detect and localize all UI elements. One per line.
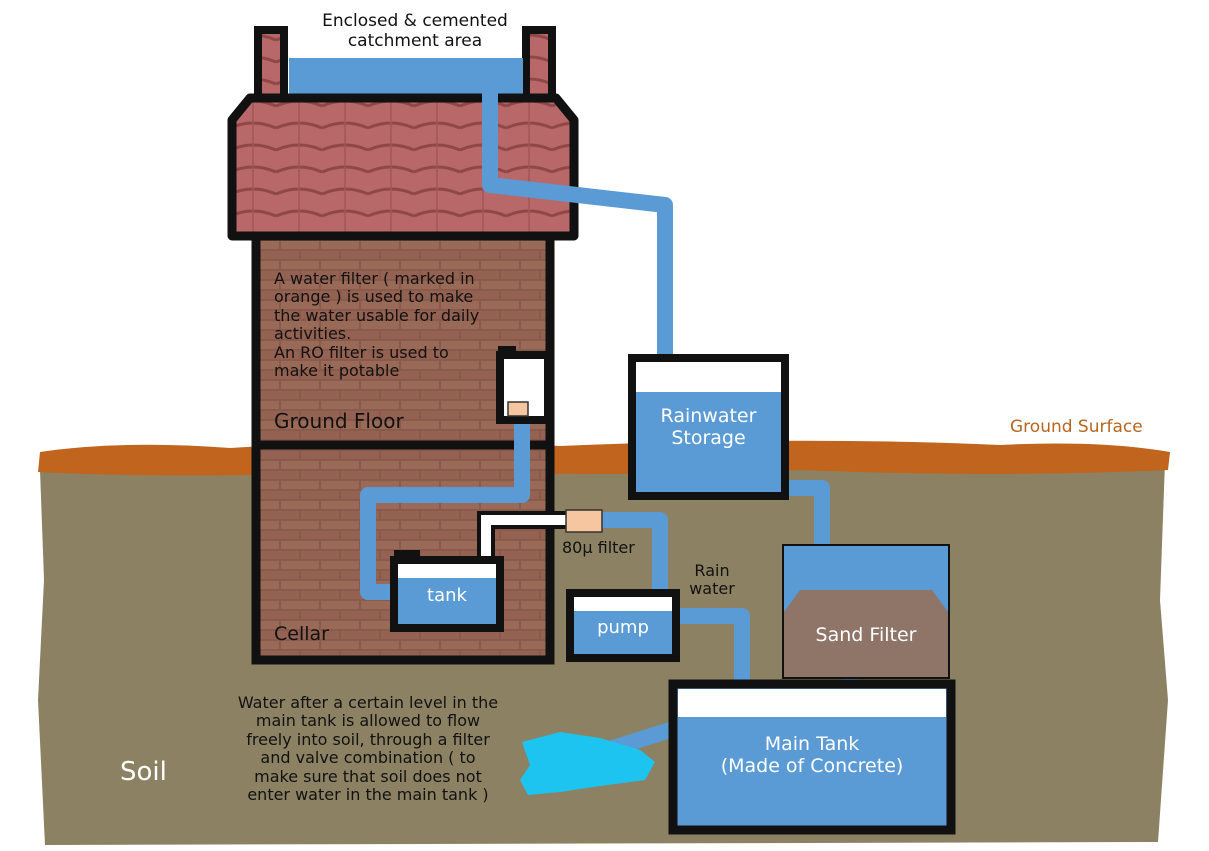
overflow-note: Water after a certain level in the main … bbox=[237, 693, 499, 804]
cellar-label: Cellar bbox=[274, 623, 329, 645]
overflow-splash bbox=[520, 732, 655, 795]
rainwater-storage-air bbox=[636, 362, 781, 392]
micron-filter bbox=[565, 509, 603, 533]
main-tank-label: Main Tank (Made of Concrete) bbox=[720, 733, 904, 777]
ro-filter-orange bbox=[507, 401, 529, 417]
cellar-tank-label: tank bbox=[427, 585, 467, 606]
rainwater-storage-label: Rainwater Storage bbox=[660, 405, 757, 449]
pump-air bbox=[574, 597, 672, 611]
cellar-tank-air bbox=[398, 564, 496, 578]
soil-label: Soil bbox=[120, 757, 167, 787]
pipes bbox=[360, 70, 858, 760]
cellar-tank-cap bbox=[394, 550, 420, 562]
micron-filter-label: 80µ filter bbox=[562, 538, 635, 557]
chimney-left bbox=[254, 26, 288, 104]
main-tank-air bbox=[678, 689, 946, 717]
sand-filter-sand bbox=[784, 590, 948, 677]
sand-filter-label: Sand Filter bbox=[815, 624, 917, 646]
roof bbox=[227, 93, 579, 241]
ground-surface-label: Ground Surface bbox=[1010, 417, 1143, 437]
ro-filter-cap bbox=[498, 346, 516, 358]
roof-downpipe bbox=[482, 70, 673, 355]
chimney-right bbox=[522, 26, 556, 104]
cellar-tank-to-ro-pipe bbox=[360, 418, 530, 600]
ground-floor-label: Ground Floor bbox=[274, 409, 404, 433]
filter-note: A water filter ( marked in orange ) is u… bbox=[274, 269, 480, 380]
rain-water-label: Rain water bbox=[689, 561, 735, 599]
pump-label: pump bbox=[597, 617, 649, 638]
ground-surface-strip bbox=[38, 440, 1170, 476]
pump-to-filter-pipe bbox=[600, 512, 668, 598]
catchment-label: Enclosed & cemented catchment area bbox=[322, 11, 508, 51]
storage-to-sand-pipe bbox=[785, 480, 830, 546]
